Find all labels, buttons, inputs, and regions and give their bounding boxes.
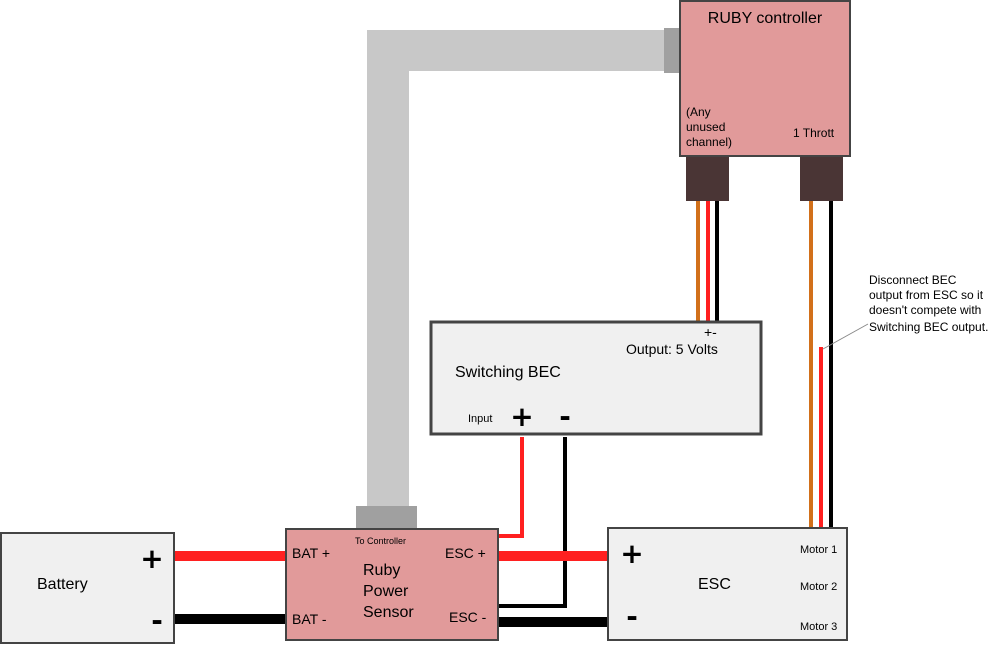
motor2-label: Motor 2 [800,581,837,593]
esc-box [607,527,848,641]
bec-output-signs: +- [704,324,717,340]
channel-label-line2: unused [686,120,725,134]
esc-minus: - [626,600,638,633]
esc: + - ESC Motor 1 Motor 2 Motor 3 [607,527,848,641]
sensor-name-line3: Sensor [363,604,414,621]
battery-minus: - [151,604,163,637]
controller-box [679,0,851,157]
motor3-label: Motor 3 [800,621,837,633]
bec-input-plus-wire [498,437,524,538]
sensor-name-line1: Ruby [363,562,400,579]
connector-throttle [800,157,843,201]
cable-horizontal [367,30,669,71]
bec-output-label: Output: 5 Volts [626,341,718,357]
cable-connector-controller [664,28,680,73]
cable-connector-sensor [356,506,417,528]
controller-title: RUBY controller [708,10,823,27]
ruby-power-sensor: To Controller BAT + BAT - ESC + ESC - Ru… [285,528,499,641]
battery-plus-wire [175,551,286,561]
bec-input-plus: + [510,400,533,433]
bec-disconnect-note: Disconnect BEC output from ESC so it doe… [822,273,988,350]
ruby-controller: RUBY controller (Any unused channel) 1 T… [679,0,851,201]
bec-box [429,320,763,436]
note-line1: Disconnect BEC [869,273,957,287]
controller-cable [356,28,680,528]
battery-minus-wire [175,614,286,624]
switching-bec: +- Output: 5 Volts Switching BEC Input +… [429,320,763,436]
channel-label-line3: channel) [686,135,732,149]
orange-wire [696,200,700,324]
battery: Battery + - [0,532,175,644]
esc-plus: + [620,537,643,570]
battery-plus: + [140,542,163,575]
bec-input-label: Input [468,413,492,425]
throttle-lead [809,200,833,528]
sensor-name-line2: Power [363,583,409,600]
throttle-channel-label: 1 Thrott [793,126,835,140]
channel-label-line1: (Any [686,105,711,119]
red-wire-lower [819,347,823,528]
red-wire [706,200,710,324]
connector-any-channel [686,157,729,201]
black-wire [829,200,833,528]
cable-vertical [367,30,409,510]
esc-plus-label: ESC + [445,545,486,561]
esc-minus-wire [498,617,608,627]
note-pointer-line [822,323,869,350]
bec-output-lead [696,200,719,324]
motor1-label: Motor 1 [800,544,837,556]
bec-title: Switching BEC [455,364,561,381]
sensor-box [285,528,499,641]
esc-title: ESC [698,576,731,593]
note-line2: output from ESC so it [869,288,984,302]
black-wire [715,200,719,324]
to-controller-label: To Controller [355,536,406,546]
esc-plus-wire [498,551,608,561]
bec-input-minus: - [559,400,571,433]
bat-minus-label: BAT - [292,611,327,627]
bec-input-minus-wire [498,437,567,608]
esc-minus-label: ESC - [449,609,487,625]
battery-title: Battery [37,576,88,593]
orange-wire [809,200,813,528]
battery-box [0,532,175,644]
note-line4: Switching BEC output. [869,320,988,334]
note-line3: doesn't compete with [869,303,981,317]
bat-plus-label: BAT + [292,545,330,561]
